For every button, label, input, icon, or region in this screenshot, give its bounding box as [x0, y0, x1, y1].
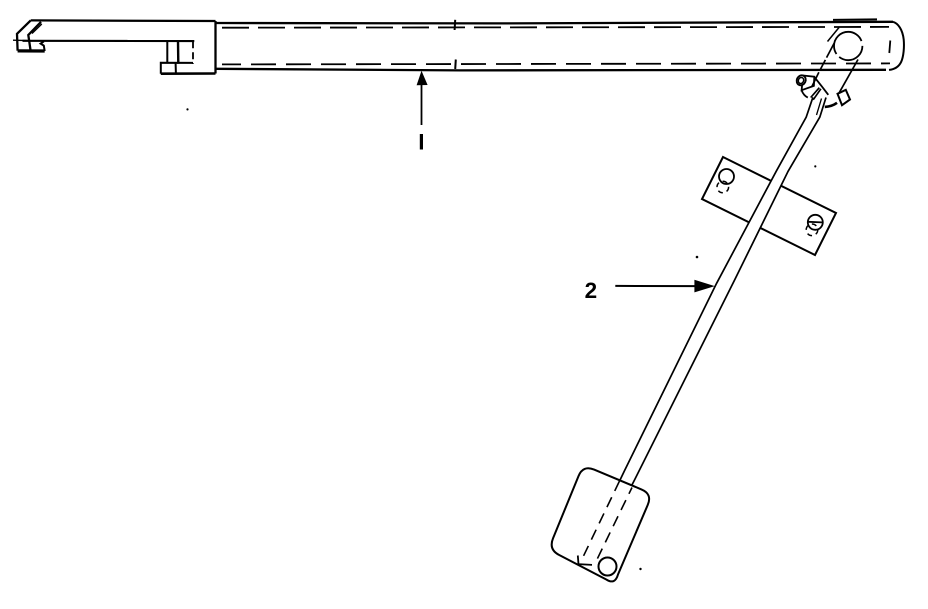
svg-text:2: 2	[585, 278, 598, 303]
